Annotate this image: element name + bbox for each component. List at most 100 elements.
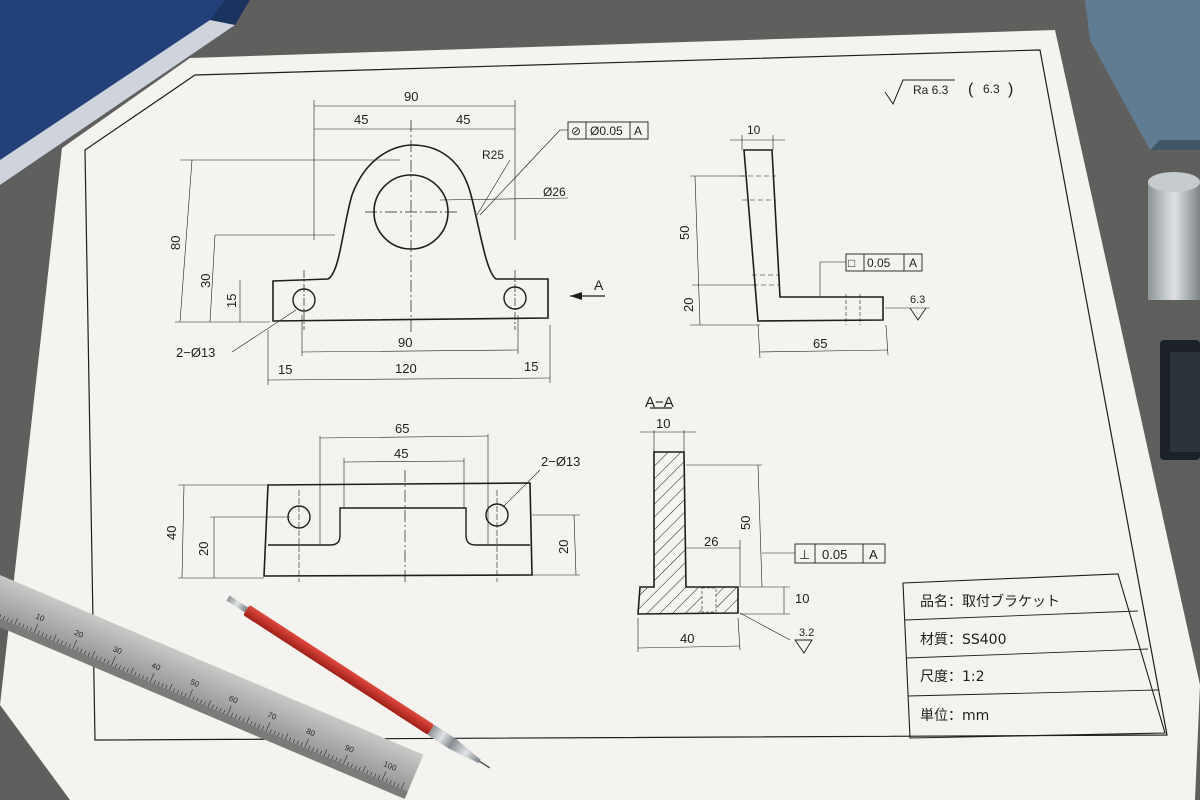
dim-overall-top: 90 <box>404 89 418 104</box>
ruler-tick <box>254 722 257 727</box>
height-base-label: 15 <box>224 294 239 308</box>
ruler-tick <box>292 739 295 743</box>
ruler-tick <box>41 632 44 637</box>
ruler-tick <box>87 652 91 657</box>
title-block-text: 品名：取付ブラケット 材質：SS400 尺度：1:2 単位：mm <box>920 593 1060 724</box>
ruler-tick <box>95 655 98 660</box>
ruler-label: 50 <box>189 677 201 689</box>
ruler-tick <box>215 706 218 711</box>
ruler-label: 70 <box>266 710 278 722</box>
ruler-tick <box>68 643 71 648</box>
ruler-tick <box>389 780 392 785</box>
runout-frame: ⊘ Ø0.05 A <box>567 121 649 140</box>
ruler-tick <box>339 758 342 763</box>
flatness-symbol: □ <box>848 256 855 270</box>
section-web-thickness: 10 <box>656 416 670 431</box>
mechanical-pencil <box>226 595 491 769</box>
side-length: 65 <box>813 336 827 351</box>
ruler-tick <box>2 615 5 620</box>
bore-label: Ø26 <box>543 185 566 199</box>
ruler-tick <box>335 757 338 762</box>
ruler-tick <box>304 738 309 748</box>
ruler-tick <box>230 712 234 717</box>
ruler-tick <box>343 754 348 765</box>
ruler-label: 30 <box>111 644 123 656</box>
title-name: 品名：取付ブラケット <box>920 593 1060 610</box>
ruler-tick <box>323 749 328 757</box>
ruler-tick <box>234 714 237 719</box>
ruler-tick <box>196 698 199 702</box>
ruler-tick <box>188 689 193 699</box>
ruler-tick <box>6 617 9 622</box>
ruler-label: 40 <box>150 661 162 673</box>
perp-value: 0.05 <box>822 547 847 562</box>
ruler-tick <box>60 640 63 645</box>
section-view-labels: A−A 10 50 26 10 3.2 40 <box>645 394 814 646</box>
ruler-tick <box>138 673 141 678</box>
perp-datum: A <box>869 547 878 562</box>
paper-sheet <box>0 30 1200 800</box>
ruler-tick <box>76 647 79 652</box>
surface-roughness-header: Ra 6.3 ( 6.3 ) <box>884 79 1013 106</box>
ruler-tick <box>223 709 226 714</box>
ruler-tick <box>0 614 2 619</box>
ruler-tick <box>153 679 156 684</box>
top-depth-label: 40 <box>164 526 179 540</box>
runout-datum: A <box>634 124 642 138</box>
flatness-frame: □ 0.05 A <box>845 253 923 272</box>
ruler-tick <box>142 675 145 679</box>
top-depth-center-left: 20 <box>196 542 211 556</box>
ruler-tick <box>56 638 60 643</box>
ruler-tick <box>172 688 176 693</box>
ruler-tick <box>49 635 52 640</box>
section-title: A−A <box>645 394 674 411</box>
ruler-tick <box>169 683 173 691</box>
ruler-tick <box>111 656 116 666</box>
ruler-tick <box>80 648 83 653</box>
ruler-tick <box>374 773 377 778</box>
radius-label: R25 <box>482 148 504 162</box>
ruler-tick <box>327 753 330 758</box>
blue-binder <box>0 0 250 185</box>
section-base-thickness: 10 <box>795 591 809 606</box>
ruler-tick <box>242 717 245 722</box>
section-offset: 26 <box>704 534 718 549</box>
ruler-tick <box>161 683 164 688</box>
edge-left-label: 15 <box>278 362 292 377</box>
side-view-outline <box>743 149 884 322</box>
ruler-tick <box>33 623 39 634</box>
edge-right-label: 15 <box>524 359 538 374</box>
ruler-tick <box>176 689 179 694</box>
flatness-datum: A <box>909 256 917 270</box>
ruler-label: 90 <box>343 743 355 755</box>
ruler-label: 60 <box>227 694 239 706</box>
ruler-tick <box>354 765 357 770</box>
ruler-tick <box>14 618 18 625</box>
ruler-tick <box>10 619 13 624</box>
ruler-tick <box>184 693 187 698</box>
ruler-tick <box>211 704 214 709</box>
ruler-tick <box>130 667 134 675</box>
section-roughness: 3.2 <box>799 627 814 639</box>
black-gauge-block <box>1160 340 1200 460</box>
holes-label: 2−Ø13 <box>176 345 215 360</box>
ruler-tick <box>118 665 121 670</box>
ruler-tick <box>238 716 241 721</box>
ruler-tick <box>377 775 381 780</box>
title-unit: 単位：mm <box>920 708 989 724</box>
ruler-tick <box>277 732 280 737</box>
top-length-outer: 65 <box>395 421 409 436</box>
ruler-tick <box>165 684 168 689</box>
ruler-label: 20 <box>73 628 85 640</box>
top-view-labels: 65 45 2−Ø13 40 20 20 <box>164 421 580 556</box>
section-height: 50 <box>738 516 753 530</box>
front-view-outline <box>272 144 549 322</box>
ruler-tick <box>362 765 366 773</box>
hole-spacing-label: 90 <box>398 335 412 350</box>
front-view <box>175 100 605 385</box>
side-height-lower: 20 <box>681 298 696 312</box>
top-view <box>178 434 580 585</box>
ruler-tick <box>300 742 303 747</box>
ruler-tick <box>126 668 129 673</box>
